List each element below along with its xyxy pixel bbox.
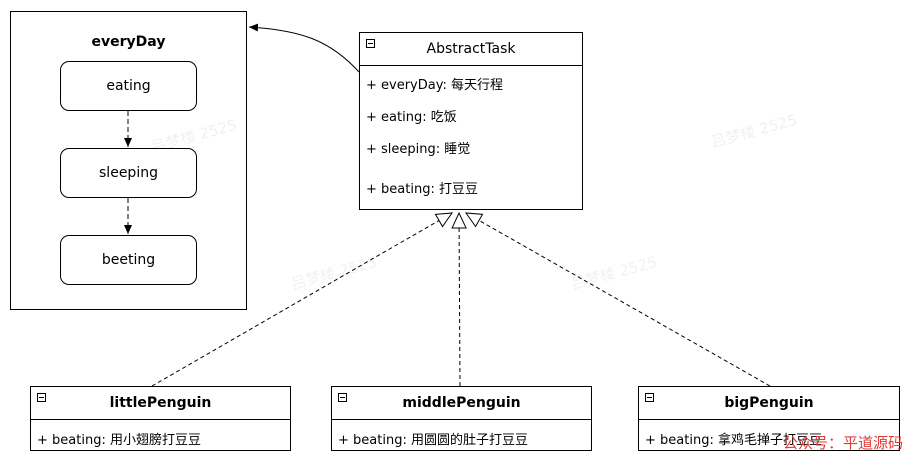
class-name: middlePenguin	[402, 395, 521, 411]
attribute-everyday: + everyDay: 每天行程	[366, 78, 503, 93]
overlay-watermark: 公众号：平道源码	[782, 434, 903, 452]
class-name: littlePenguin	[109, 395, 212, 411]
inherit-line-big	[464, 212, 771, 387]
class-little-penguin[interactable]: littlePenguin + beating: 用小翅膀打豆豆	[30, 386, 291, 451]
class-middle-penguin[interactable]: middlePenguin + beating: 用圆圆的肚子打豆豆	[331, 386, 592, 451]
class-big-penguin[interactable]: bigPenguin + beating: 拿鸡毛掸子打豆豆	[638, 386, 900, 451]
collapse-icon[interactable]	[37, 393, 46, 402]
class-name: bigPenguin	[724, 395, 814, 411]
state-beeting[interactable]: beeting	[60, 235, 197, 285]
class-header: bigPenguin	[639, 387, 899, 420]
collapse-icon[interactable]	[645, 393, 654, 402]
association-arrow	[248, 23, 360, 73]
state-sleeping[interactable]: sleeping	[60, 148, 197, 198]
class-header: AbstractTask	[360, 33, 582, 66]
attribute-beating: + beating: 拿鸡毛掸子打豆豆	[645, 433, 822, 448]
attribute-eating: + eating: 吃饭	[366, 110, 457, 125]
everyday-container: everyDay	[10, 11, 247, 310]
attribute-sleeping: + sleeping: 睡觉	[366, 142, 471, 157]
collapse-icon[interactable]	[338, 393, 347, 402]
class-header: littlePenguin	[31, 387, 290, 420]
class-name: AbstractTask	[426, 41, 516, 57]
attribute-beating: + beating: 用小翅膀打豆豆	[37, 433, 201, 448]
attribute-beating: + beating: 打豆豆	[366, 182, 478, 197]
class-abstract-task[interactable]: AbstractTask + everyDay: 每天行程 + eating: …	[359, 32, 583, 210]
inherit-line-little	[151, 212, 454, 387]
collapse-icon[interactable]	[366, 39, 375, 48]
class-header: middlePenguin	[332, 387, 591, 420]
attribute-beating: + beating: 用圆圆的肚子打豆豆	[338, 433, 528, 448]
inherit-line-middle	[451, 211, 467, 387]
everyday-title: everyDay	[91, 34, 166, 50]
state-eating[interactable]: eating	[60, 61, 197, 111]
